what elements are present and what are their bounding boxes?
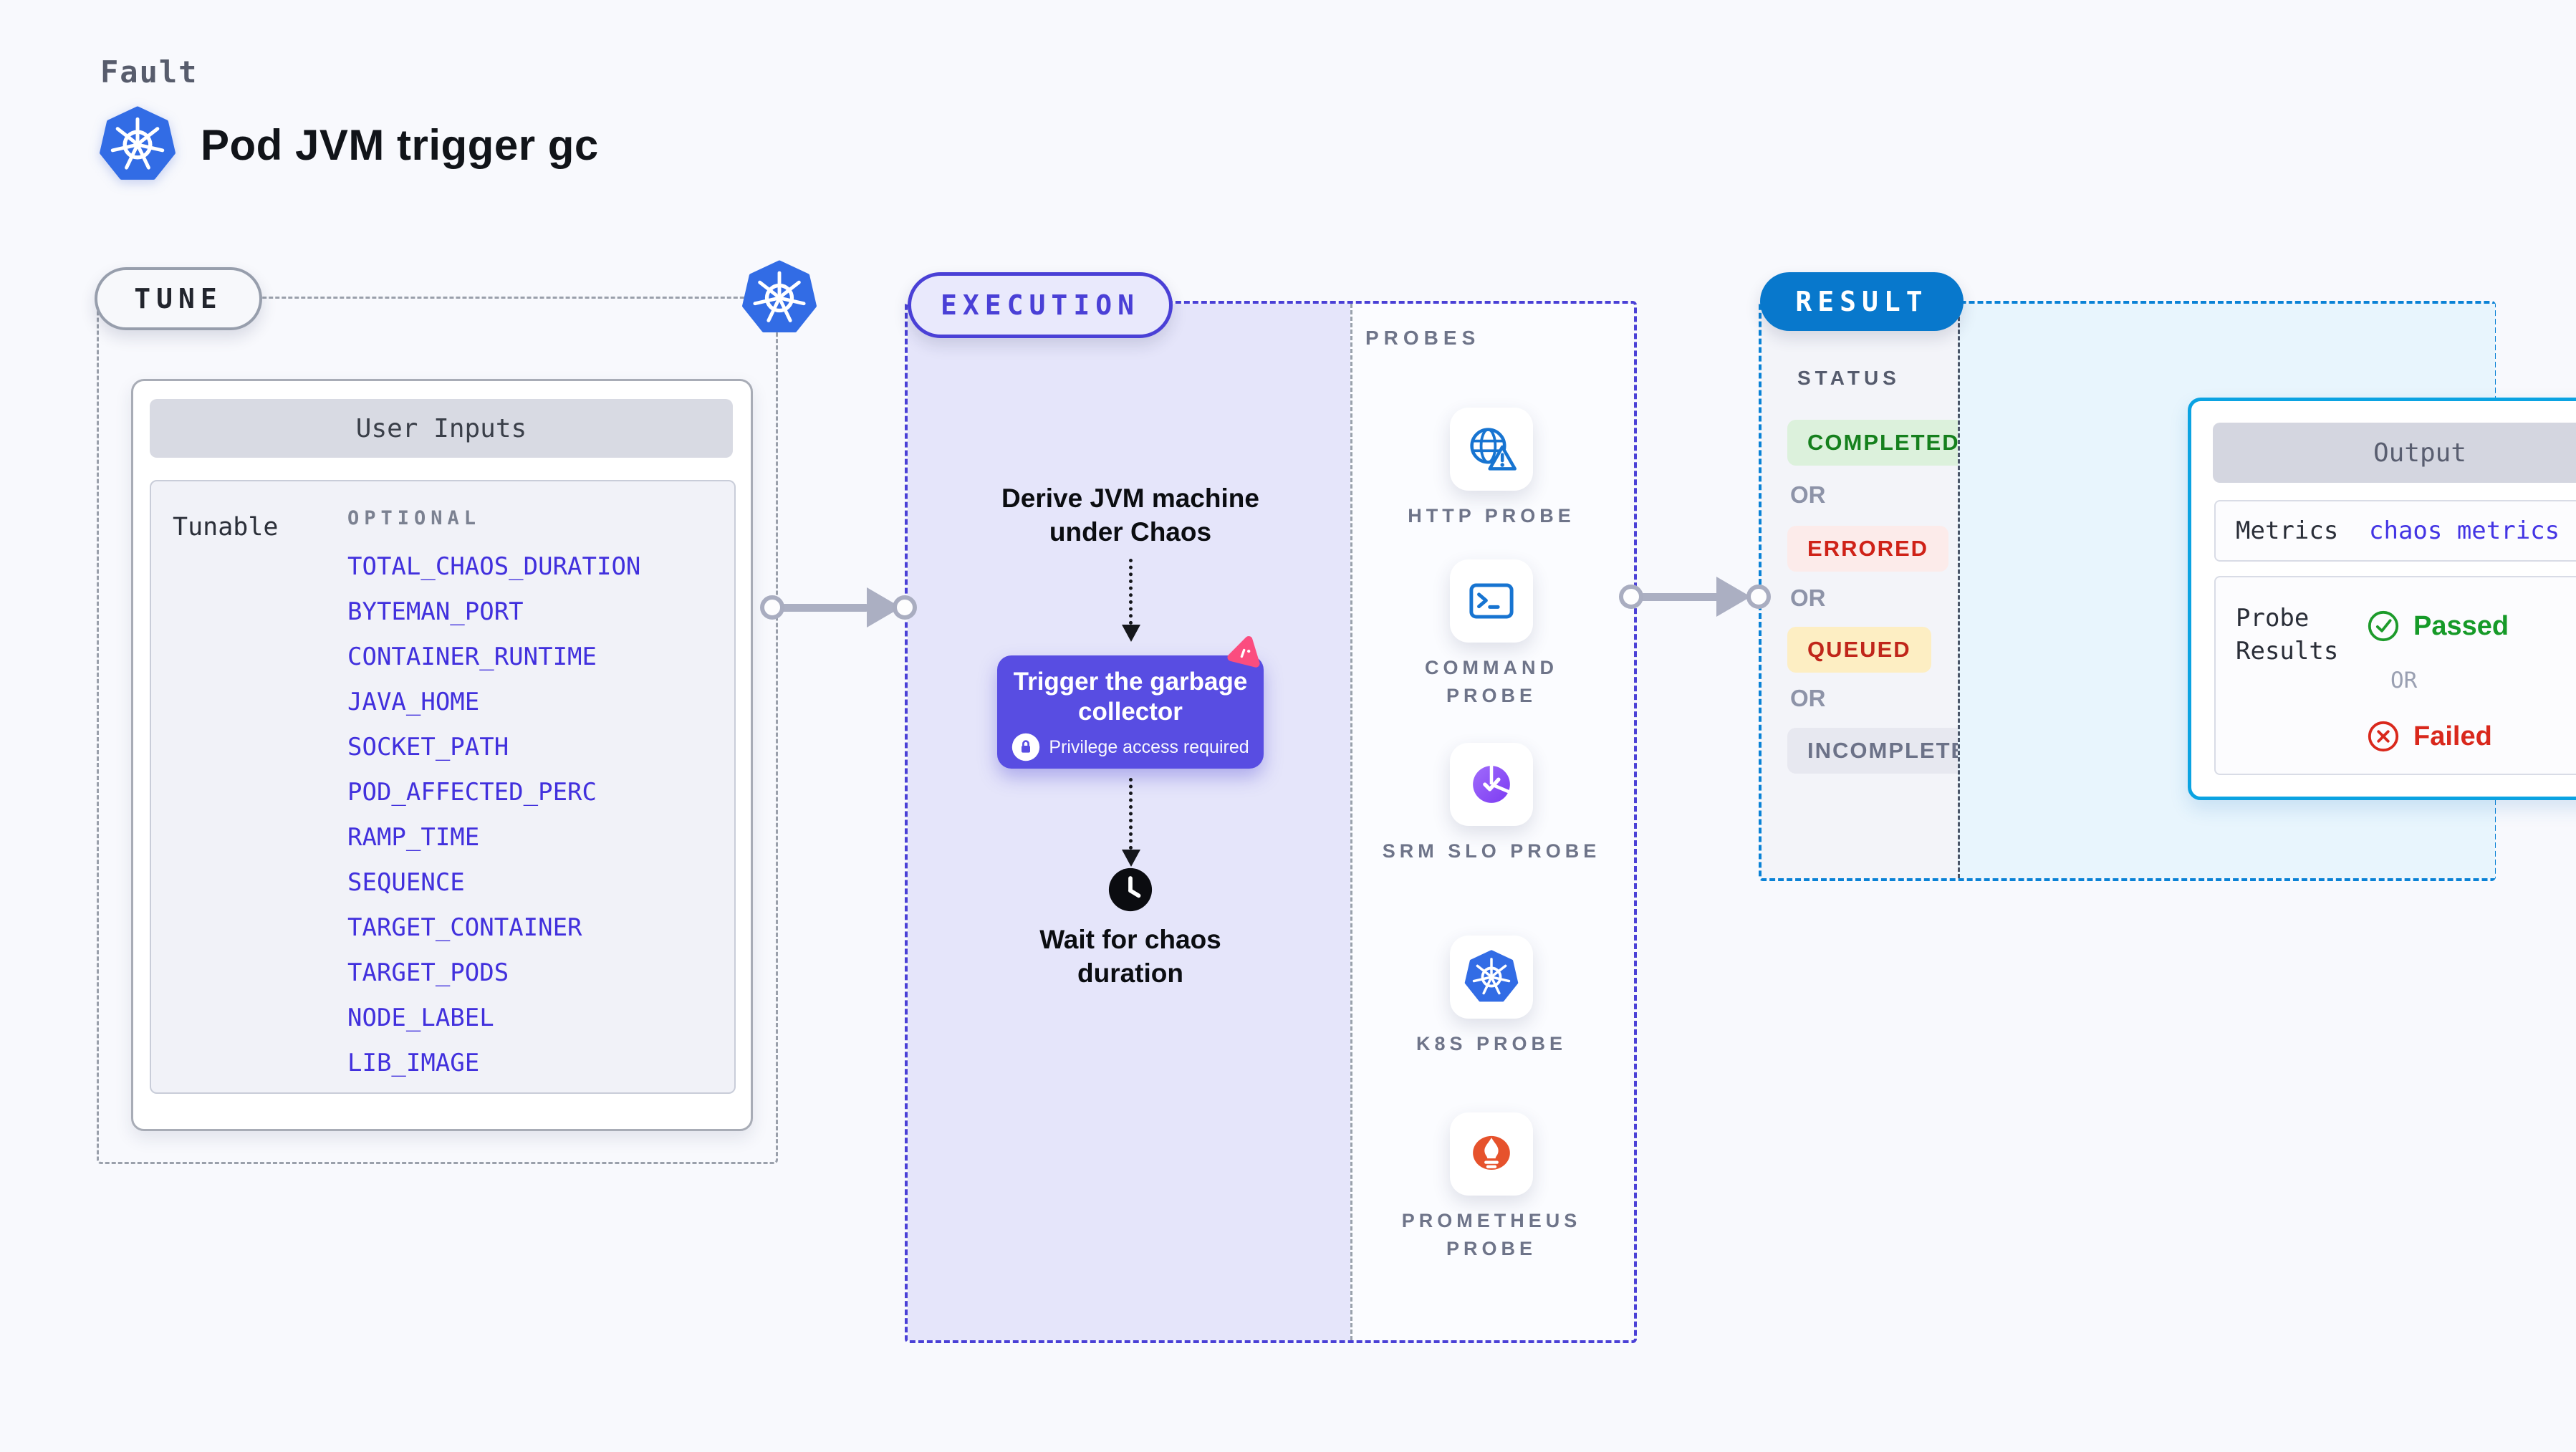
output-card: Output Metrics chaos metrics Probe Resul… <box>2188 398 2576 800</box>
tunable-link[interactable]: POD_AFFECTED_PERC <box>347 778 597 807</box>
page-title: Pod JVM trigger gc <box>201 120 599 169</box>
arrow-line <box>778 604 870 612</box>
status-badge-queued: QUEUED <box>1787 627 1931 673</box>
metrics-value: chaos metrics <box>2369 516 2560 545</box>
user-inputs-title: User Inputs <box>150 399 733 458</box>
check-circle-icon <box>2366 609 2400 643</box>
or-separator: OR <box>2390 668 2418 693</box>
probes-panel-label: PROBES <box>1365 327 1481 349</box>
probe-card <box>1450 936 1533 1019</box>
kubernetes-icon <box>741 260 817 336</box>
connector-dot <box>760 595 784 620</box>
or-separator: OR <box>1790 585 1826 611</box>
output-area: Output Metrics chaos metrics Probe Resul… <box>1958 304 2576 878</box>
lock-icon <box>1011 733 1040 761</box>
tunable-link[interactable]: TOTAL_CHAOS_DURATION <box>347 552 641 581</box>
result-section-label: RESULT <box>1760 272 1964 331</box>
tunables-panel: Tunable OPTIONAL TOTAL_CHAOS_DURATION BY… <box>150 480 736 1094</box>
user-inputs-card: User Inputs Tunable OPTIONAL TOTAL_CHAOS… <box>131 379 753 1131</box>
connector-dot <box>1746 585 1771 609</box>
tunable-link[interactable]: SEQUENCE <box>347 868 465 897</box>
execution-section-label: EXECUTION <box>908 272 1173 338</box>
tunable-link[interactable]: JAVA_HOME <box>347 688 480 716</box>
metrics-row: Metrics chaos metrics <box>2214 500 2576 562</box>
probe-srm-slo: SRM SLO PROBE <box>1377 743 1606 865</box>
probe-card <box>1450 559 1533 643</box>
probe-label: K8S PROBE <box>1416 1033 1567 1054</box>
probe-prometheus: PROMETHEUS PROBE <box>1377 1112 1606 1263</box>
probe-card <box>1450 743 1533 826</box>
tunable-link[interactable]: BYTEMAN_PORT <box>347 597 524 626</box>
status-column: STATUS COMPLETED OR ERRORED OR QUEUED OR… <box>1762 304 2005 878</box>
probe-card <box>1450 1112 1533 1196</box>
metrics-label: Metrics <box>2236 516 2339 545</box>
tunable-link[interactable]: SOCKET_PATH <box>347 733 509 761</box>
status-badge-errored: ERRORED <box>1787 526 1949 572</box>
trigger-gc-node[interactable]: Trigger the garbage collector Privilege … <box>997 655 1264 769</box>
dotted-connector <box>1129 778 1133 850</box>
probe-results-row: Probe Results Passed OR Failed <box>2214 576 2576 775</box>
probe-k8s: K8S PROBE <box>1377 936 1606 1058</box>
terminal-icon <box>1464 574 1519 628</box>
tunable-list: TOTAL_CHAOS_DURATION BYTEMAN_PORT CONTAI… <box>347 544 640 1086</box>
failed-label: Failed <box>2413 721 2492 751</box>
derive-step-text: Derive JVM machine under Chaos <box>1001 484 1259 547</box>
probe-result-failed: Failed <box>2366 719 2492 754</box>
optional-column-label: OPTIONAL <box>347 507 481 529</box>
status-column-label: STATUS <box>1797 367 1900 389</box>
probe-label: HTTP PROBE <box>1408 505 1575 527</box>
probes-panel: PROBES HTTP PROBE COMMAND PROBE SRM SLO … <box>1350 304 1630 1340</box>
probe-http: HTTP PROBE <box>1377 408 1606 530</box>
output-title: Output <box>2213 423 2576 483</box>
execution-section: Derive JVM machine under Chaos Trigger t… <box>905 272 1637 1343</box>
tunable-link[interactable]: RAMP_TIME <box>347 823 480 852</box>
probe-command: COMMAND PROBE <box>1377 559 1606 710</box>
trigger-gc-title: Trigger the garbage collector <box>1013 668 1248 726</box>
probe-label: SRM SLO PROBE <box>1382 840 1601 862</box>
tunable-row-label: Tunable <box>173 513 279 542</box>
wait-step-text: Wait for chaos duration <box>1039 925 1221 988</box>
or-separator: OR <box>1790 481 1826 508</box>
kubernetes-icon <box>99 106 176 183</box>
slo-check-icon <box>1464 757 1519 812</box>
probe-results-label: Probe Results <box>2236 604 2339 665</box>
prometheus-icon <box>1464 1127 1519 1181</box>
fault-kicker: Fault <box>100 54 198 90</box>
arrow-head-icon <box>1716 577 1751 617</box>
dotted-arrow-head-icon <box>1122 850 1140 867</box>
connector-dot <box>893 595 917 620</box>
x-circle-icon <box>2366 719 2400 754</box>
probe-label: COMMAND PROBE <box>1425 657 1558 706</box>
tunable-link[interactable]: NODE_LABEL <box>347 1004 494 1032</box>
tunable-link[interactable]: CONTAINER_RUNTIME <box>347 643 597 671</box>
privilege-note: Privilege access required <box>1011 733 1249 761</box>
probe-card <box>1450 408 1533 491</box>
tune-section-label: TUNE <box>95 267 262 330</box>
probe-result-passed: Passed <box>2366 609 2509 643</box>
execution-stage-area: Derive JVM machine under Chaos Trigger t… <box>908 304 1350 1340</box>
dotted-connector <box>1129 559 1133 625</box>
clock-icon <box>1107 867 1153 913</box>
kubernetes-icon <box>1464 950 1519 1004</box>
page-header: Pod JVM trigger gc <box>99 106 599 183</box>
dotted-arrow-head-icon <box>1122 625 1140 642</box>
tunable-link[interactable]: TARGET_PODS <box>347 958 509 987</box>
probe-label: PROMETHEUS PROBE <box>1401 1210 1582 1259</box>
connector-dot <box>1619 585 1643 609</box>
privilege-note-text: Privilege access required <box>1049 736 1249 757</box>
or-separator: OR <box>1790 685 1826 711</box>
result-section: STATUS COMPLETED OR ERRORED OR QUEUED OR… <box>1759 272 2576 881</box>
passed-label: Passed <box>2413 610 2509 641</box>
status-badge-completed: COMPLETED <box>1787 420 1980 466</box>
tune-section: TUNE User Inputs Tunable OPTIONAL TOTAL_… <box>95 297 778 1164</box>
tunable-link[interactable]: TARGET_CONTAINER <box>347 913 582 942</box>
tunable-link[interactable]: LIB_IMAGE <box>347 1049 480 1077</box>
globe-alert-icon <box>1464 422 1519 476</box>
arrow-line <box>1639 593 1724 601</box>
